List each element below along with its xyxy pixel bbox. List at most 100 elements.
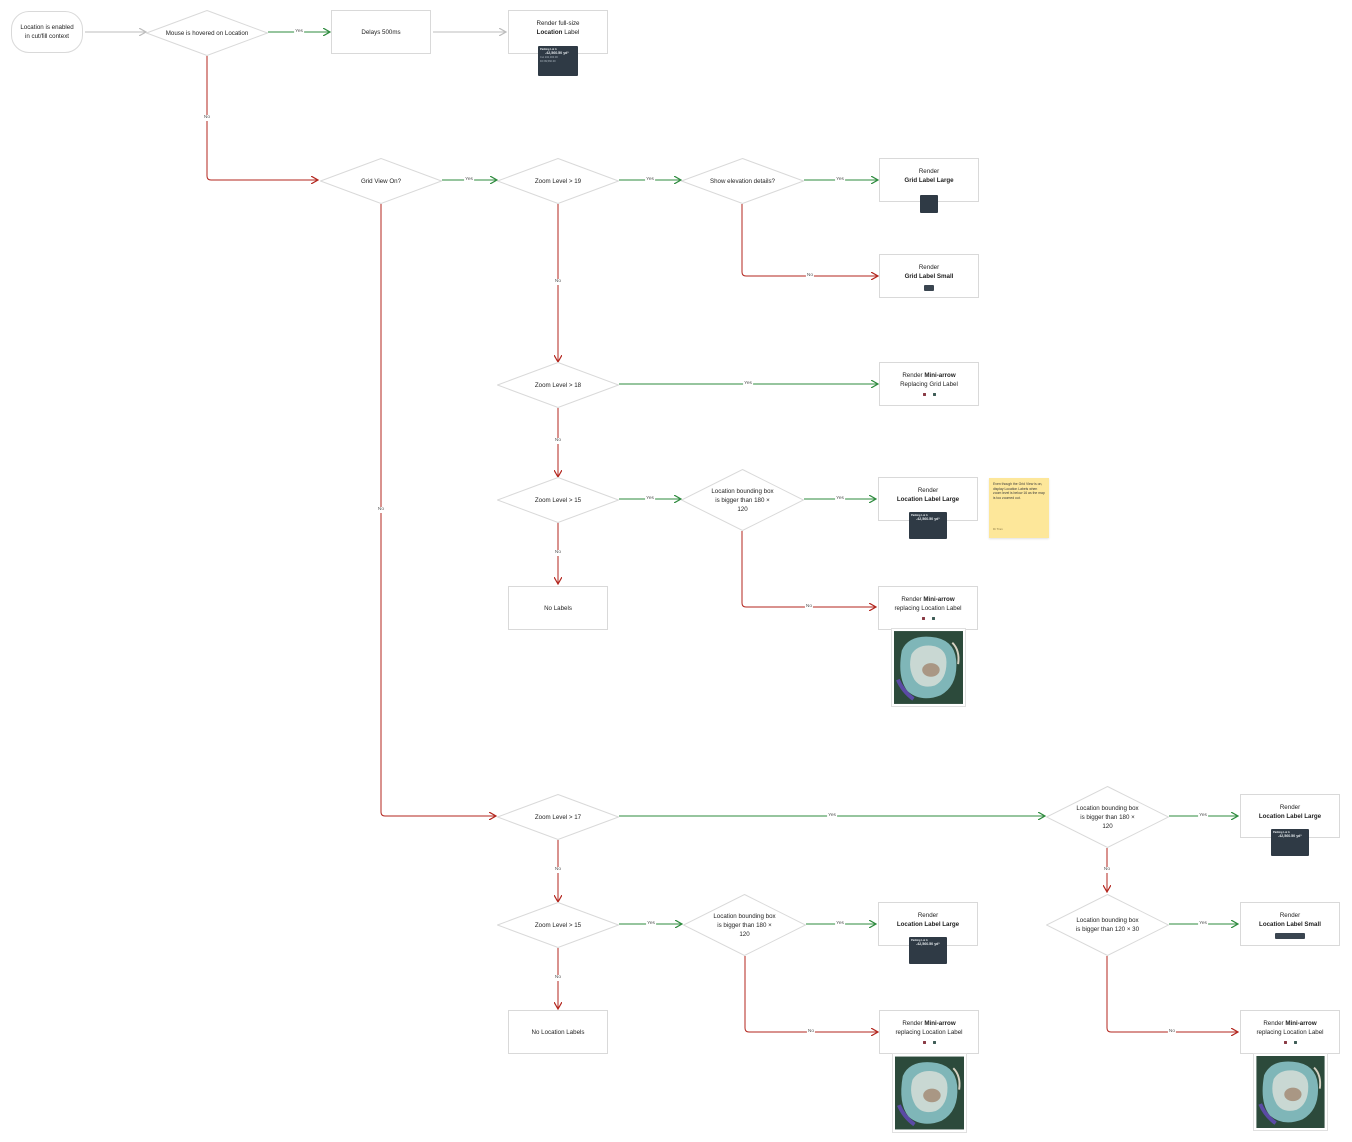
edge-label-no: No — [553, 975, 563, 981]
node-line1: Render — [1279, 804, 1301, 811]
grid-label-card — [920, 195, 938, 213]
node-line1: Render Mini-arrow — [1263, 1019, 1316, 1028]
edge-label-yes: Yes — [1198, 813, 1208, 819]
edge-label-yes: Yes — [645, 177, 655, 183]
zoom18-text: Zoom Level > 18 — [534, 381, 582, 389]
aerial-map-image — [894, 631, 963, 704]
grid-label-small-node[interactable]: Render Grid Label Small — [879, 254, 979, 298]
edge-label-yes: Yes — [827, 813, 837, 819]
map-thumbnail — [891, 628, 966, 707]
mini-arrow-icon — [921, 617, 925, 620]
diamond-shape — [497, 158, 619, 204]
location-label-thumbnail: Parking Lot A -42,560.50 yd³ — [1271, 829, 1309, 856]
edge-label-no: No — [806, 1029, 816, 1035]
zoom18-decision[interactable]: Zoom Level > 18 — [497, 362, 619, 408]
node-line2: replacing Location Label — [1256, 1029, 1324, 1036]
node-line1-bold: Mini-arrow — [1285, 1020, 1317, 1027]
edge-label-no: No — [202, 115, 212, 121]
node-line2: Location Label — [537, 28, 580, 37]
label-card-title: Parking Lot A — [540, 47, 557, 51]
mouse-hover-decision[interactable]: Mouse is hovered on Location — [146, 10, 268, 56]
diamond-shape — [683, 894, 806, 956]
label-card-title: Parking Lot A — [911, 513, 928, 517]
zoom15b-decision[interactable]: Zoom Level > 15 — [497, 902, 619, 948]
mini-arrow-location-node[interactable]: Render Mini-arrow replacing Location Lab… — [878, 586, 978, 630]
node-line1: Render Mini-arrow — [902, 371, 955, 380]
label-card-row-value: 99,560.00 — [544, 59, 556, 63]
edge-label-no: No — [553, 550, 563, 556]
zoom17-decision[interactable]: Zoom Level > 17 — [497, 794, 619, 840]
zoom15a-decision[interactable]: Zoom Level > 15 — [497, 477, 619, 523]
diamond-shape — [497, 477, 619, 523]
edge-elev-no — [741, 204, 878, 276]
delay-node[interactable]: Delays 500ms — [331, 10, 431, 54]
mini-arrow-thumbnail — [922, 1041, 936, 1044]
mini-arrow-thumbnail — [921, 617, 935, 620]
label-card-row: Fill 99,560.00 — [540, 60, 576, 63]
diamond-shape — [681, 469, 804, 531]
start-node-text: Location is enabled in cut/fill context — [20, 24, 74, 40]
edge-label-yes: Yes — [464, 177, 474, 183]
edge-label-no: No — [1102, 867, 1112, 873]
delay-node-text: Delays 500ms — [361, 28, 401, 36]
no-location-labels-node[interactable]: No Location Labels — [508, 1010, 608, 1054]
node-line2: replacing Location Label — [894, 605, 962, 612]
sticky-note[interactable]: Even though the Grid View is on, display… — [989, 478, 1049, 538]
mini-arrow-thumbnail — [922, 393, 936, 396]
label-card-unit: yd³ — [934, 941, 940, 946]
location-label-small-thumbnail — [1275, 933, 1305, 939]
edge-label-yes: Yes — [835, 177, 845, 183]
edge-label-yes: Yes — [1198, 921, 1208, 927]
location-label-card: Parking Lot A -42,560.50 yd³ — [1271, 829, 1309, 856]
location-label-thumbnail: Parking Lot A -42,560.50 yd³ — [909, 512, 947, 539]
diamond-shape — [1046, 786, 1169, 848]
edge-label-no: No — [553, 438, 563, 444]
location-label-thumbnail: Parking Lot A -42,560.50 yd³ Cut 102,300… — [538, 46, 578, 76]
node-line1: Render — [917, 912, 939, 919]
bbox180a-decision[interactable]: Location bounding box is bigger than 180… — [681, 469, 804, 531]
label-card-value-number: -42,560.50 — [916, 941, 934, 946]
edge-bbox120-no — [1106, 956, 1238, 1032]
node-line1: Render — [918, 264, 940, 271]
start-node[interactable]: Location is enabled in cut/fill context — [11, 11, 83, 53]
diamond-shape — [681, 158, 804, 204]
edge-label-no: No — [376, 507, 386, 513]
map-thumbnail — [892, 1053, 967, 1133]
mini-arrow-location-node[interactable]: Render Mini-arrow replacing Location Lab… — [1240, 1010, 1340, 1054]
node-line2: Location Label Large — [1258, 813, 1322, 820]
bbox180b-text: Location bounding box is bigger than 180… — [1076, 804, 1139, 830]
node-line2: Location Label Large — [896, 496, 960, 503]
grid-view-text: Grid View On? — [360, 177, 402, 185]
bbox180b-decision[interactable]: Location bounding box is bigger than 180… — [1046, 786, 1169, 848]
location-label-card: Parking Lot A -42,560.50 yd³ — [909, 937, 947, 964]
bbox120-decision[interactable]: Location bounding box is bigger than 120… — [1046, 894, 1169, 956]
label-card-value-number: -42,560.50 — [1278, 833, 1296, 838]
diamond-shape — [1046, 894, 1169, 956]
map-thumbnail — [1253, 1053, 1328, 1131]
edge-label-no: No — [1167, 1029, 1177, 1035]
edge-label-yes: Yes — [835, 921, 845, 927]
node-line1-bold: Mini-arrow — [924, 372, 956, 379]
location-label-small-node[interactable]: Render Location Label Small — [1240, 902, 1340, 946]
elevation-decision[interactable]: Show elevation details? — [681, 158, 804, 204]
location-label-card: Parking Lot A -42,560.50 yd³ Cut 102,300… — [538, 46, 578, 76]
diamond-shape — [146, 10, 268, 56]
grid-view-decision[interactable]: Grid View On? — [320, 158, 442, 204]
bbox180c-decision[interactable]: Location bounding box is bigger than 180… — [683, 894, 806, 956]
node-line1: Render Mini-arrow — [901, 595, 954, 604]
mini-arrow-icon — [931, 617, 935, 620]
grid-label-large-thumbnail — [920, 195, 938, 213]
bbox120-text: Location bounding box is bigger than 120… — [1075, 917, 1140, 933]
diamond-shape — [497, 362, 619, 408]
zoom19-decision[interactable]: Zoom Level > 19 — [497, 158, 619, 204]
edge-label-no: No — [805, 273, 815, 279]
mini-arrow-grid-node[interactable]: Render Mini-arrow Replacing Grid Label — [879, 362, 979, 406]
node-line1: Render — [1279, 912, 1301, 919]
no-labels-node[interactable]: No Labels — [508, 586, 608, 630]
node-line2: Location Label Small — [1259, 921, 1321, 928]
mini-arrow-icon — [932, 1041, 936, 1044]
mini-arrow-location-node[interactable]: Render Mini-arrow replacing Location Lab… — [879, 1010, 979, 1054]
edge-bbox180a-no — [741, 531, 876, 607]
